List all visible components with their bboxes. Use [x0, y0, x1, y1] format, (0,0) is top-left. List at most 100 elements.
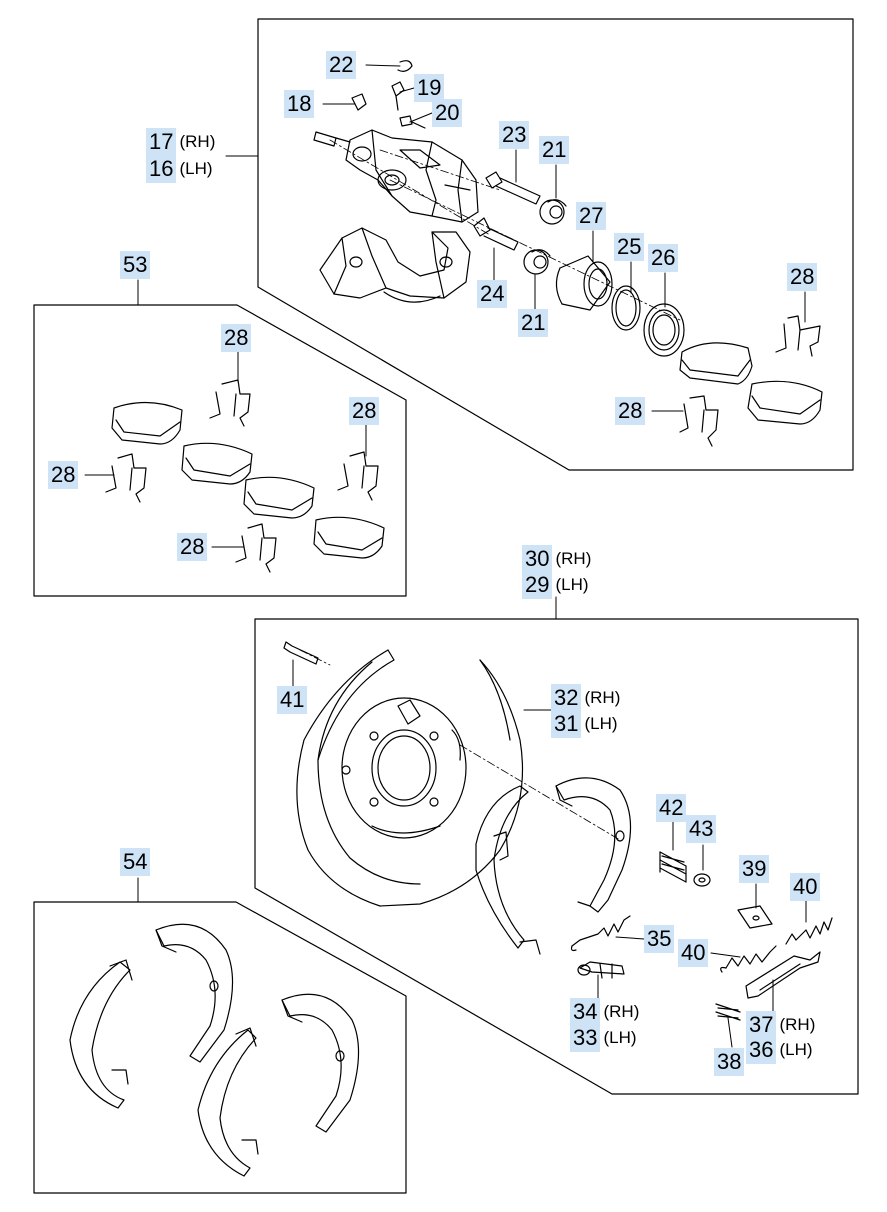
callout-41: 41	[277, 686, 308, 714]
callout-40-right: 40	[790, 873, 821, 901]
callout-41-number: 41	[277, 686, 308, 714]
callout-34: 34(RH)	[570, 998, 639, 1026]
brake-pad-lower-right-drawing	[747, 380, 823, 425]
callout-37-number: 37	[746, 1011, 777, 1039]
callout-33-side: (LH)	[603, 1028, 637, 1047]
callout-17: 17(RH)	[146, 128, 215, 156]
callout-20-number: 20	[432, 99, 463, 127]
callout-35: 35	[644, 925, 675, 953]
callout-21-lower-number: 21	[518, 309, 549, 337]
callout-39-number: 39	[739, 855, 770, 883]
pad-kit-frame-53	[33, 304, 407, 597]
callout-30-side: (RH)	[555, 549, 592, 568]
callout-28-caliper-lower: 28	[615, 397, 646, 425]
callout-38-number: 38	[714, 1048, 745, 1076]
spring-38-drawing	[715, 1003, 741, 1021]
callout-33-number: 33	[570, 1024, 601, 1052]
callout-32: 32(RH)	[551, 684, 620, 712]
callout-32-number: 32	[551, 684, 582, 712]
callout-28-kit-left-number: 28	[48, 461, 79, 489]
adjuster-spring-42-drawing	[659, 851, 687, 883]
callout-38: 38	[714, 1048, 745, 1076]
callout-23: 23	[499, 121, 530, 149]
caliper-body-drawing	[313, 60, 479, 223]
callout-17-number: 17	[146, 128, 177, 156]
callout-37: 37(RH)	[746, 1011, 815, 1039]
callout-54: 54	[120, 848, 151, 876]
pad-clip-upper-right-drawing	[775, 315, 821, 357]
callout-24-number: 24	[477, 280, 508, 308]
callout-30-number: 30	[522, 545, 553, 573]
callout-29: 29(LH)	[522, 571, 589, 599]
callout-26: 26	[648, 244, 679, 272]
callout-28-caliper-upper: 28	[787, 263, 818, 291]
pad-kit-clips-drawing	[105, 379, 379, 573]
callout-28-kit-bottom: 28	[177, 533, 208, 561]
callout-40-lower: 40	[678, 939, 709, 967]
callout-36-side: (LH)	[779, 1040, 813, 1059]
callout-26-number: 26	[648, 244, 679, 272]
callout-16-number: 16	[146, 155, 177, 183]
callout-42: 42	[656, 794, 687, 822]
callout-22-number: 22	[326, 51, 357, 79]
callout-27: 27	[576, 202, 607, 230]
callout-28-kit-right: 28	[349, 397, 380, 425]
callout-53: 53	[120, 251, 151, 279]
callout-18-number: 18	[284, 90, 315, 118]
callout-28-kit-top: 28	[221, 324, 252, 352]
callout-54-number: 54	[120, 848, 151, 876]
callout-19-number: 19	[414, 74, 445, 102]
callout-40-lower-number: 40	[678, 939, 709, 967]
callout-29-side: (LH)	[555, 575, 589, 594]
shoe-kit-drawing	[69, 923, 360, 1177]
pad-clip-lower-right-drawing	[679, 395, 719, 447]
callout-21-upper-number: 21	[539, 136, 570, 164]
callout-43: 43	[686, 815, 717, 843]
pad-kit-pads-drawing	[111, 401, 385, 559]
callout-36-number: 36	[746, 1036, 777, 1064]
callout-43-number: 43	[686, 815, 717, 843]
return-spring-40-lower-drawing	[720, 945, 777, 973]
leader-lines	[84, 64, 807, 1048]
callout-35-number: 35	[644, 925, 675, 953]
lever-37-drawing	[745, 951, 821, 999]
caliper-bracket-drawing	[319, 227, 471, 303]
backing-plate-bolt-41-drawing	[283, 641, 319, 665]
dust-boot-26-drawing	[643, 303, 685, 357]
callout-31: 31(LH)	[551, 710, 618, 738]
callout-17-side: (RH)	[179, 132, 216, 151]
callout-33: 33(LH)	[570, 1024, 637, 1052]
callout-18: 18	[284, 90, 315, 118]
callout-22: 22	[326, 51, 357, 79]
piston-27-drawing	[555, 255, 613, 311]
callout-25: 25	[614, 233, 645, 261]
callout-21-lower: 21	[518, 309, 549, 337]
callout-36: 36(LH)	[746, 1036, 813, 1064]
callout-20: 20	[432, 99, 463, 127]
guide-pin-24-drawing	[473, 217, 519, 251]
callout-31-number: 31	[551, 710, 582, 738]
callout-34-number: 34	[570, 998, 601, 1026]
callout-28-kit-top-number: 28	[221, 324, 252, 352]
callout-27-number: 27	[576, 202, 607, 230]
brake-shoe-left-drawing	[475, 785, 541, 955]
guide-pin-23-drawing	[485, 171, 541, 205]
callout-32-side: (RH)	[584, 688, 621, 707]
callout-28-kit-bottom-number: 28	[177, 533, 208, 561]
adjuster-plate-39-drawing	[737, 905, 773, 929]
return-spring-35-drawing	[570, 915, 631, 952]
callout-16: 16(LH)	[146, 155, 213, 183]
callout-28-caliper-lower-number: 28	[615, 397, 646, 425]
brake-shoe-right-drawing	[555, 777, 632, 913]
piston-seal-25-drawing	[611, 285, 641, 331]
pin-boot-21-lower-drawing	[523, 249, 551, 275]
callout-42-number: 42	[656, 794, 687, 822]
callout-40-right-number: 40	[790, 873, 821, 901]
parking-brake-group-frame	[254, 618, 859, 1095]
brake-pad-upper-right-drawing	[679, 342, 753, 385]
return-spring-40-right-drawing	[785, 917, 833, 945]
callout-53-number: 53	[120, 251, 151, 279]
adjuster-34-drawing	[577, 961, 625, 979]
callout-19: 19	[414, 74, 445, 102]
callout-16-side: (LH)	[179, 159, 213, 178]
